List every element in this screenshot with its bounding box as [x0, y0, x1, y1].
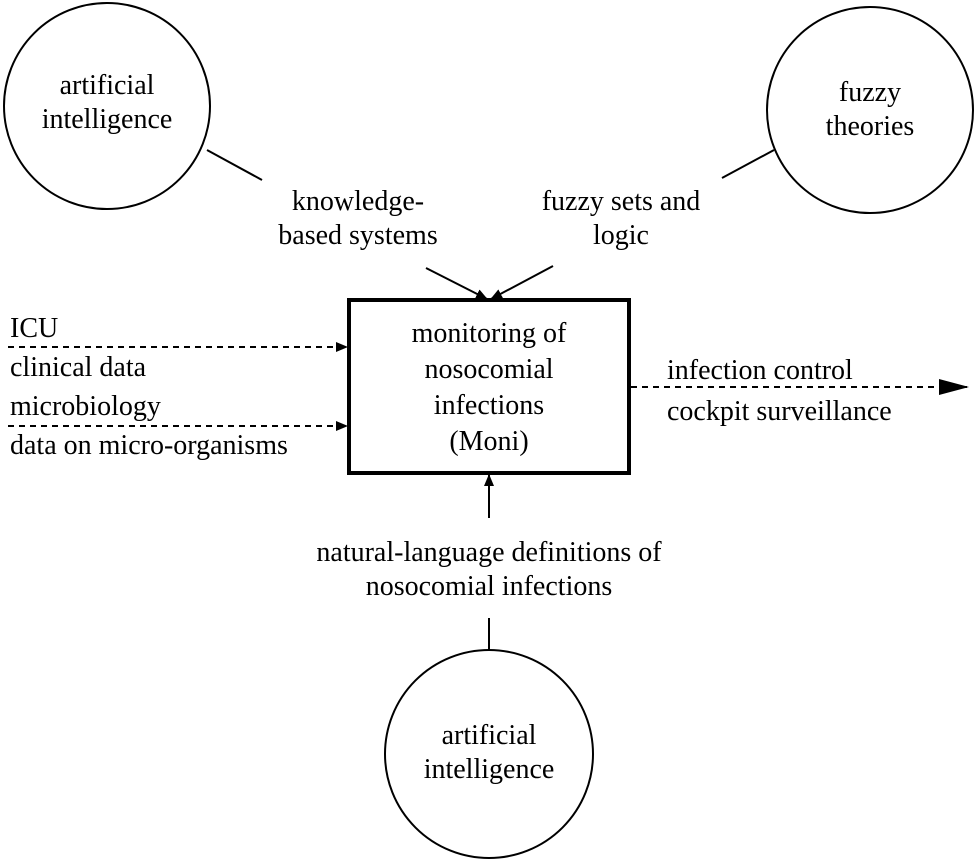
kbs-line-1: knowledge-: [291, 186, 425, 217]
moni-box-line-2: nosocomial: [424, 354, 554, 385]
fuzzy-sets-label: fuzzy sets and logic: [542, 185, 701, 253]
kbs-arrow: [425, 267, 488, 300]
ai-top-left-line-2: intelligence: [41, 104, 173, 135]
fuzzy-theories-line-1: fuzzy: [838, 77, 902, 108]
moni-box-line-4: (Moni): [449, 426, 529, 457]
ai-bottom-label: artificial intelligence: [424, 719, 555, 787]
nl-definitions-line-2: nosocomial infections: [365, 571, 613, 602]
ai-top-left-circle: [3, 2, 211, 210]
ai-top-left-label: artificial intelligence: [42, 69, 173, 137]
nl-definitions-line-1: natural-language definitions of: [316, 537, 662, 568]
fuzzy-sets-arrow: [490, 265, 554, 300]
ai-connector-line: [206, 149, 263, 181]
nl-definitions-label: natural-language definitions of nosocomi…: [316, 536, 661, 604]
fuzzy-theories-label: fuzzy theories: [826, 76, 915, 144]
moni-box-line-1: monitoring of: [411, 318, 567, 349]
fuzzy-theories-line-2: theories: [825, 111, 915, 142]
ai-bottom-line-1: artificial: [441, 720, 537, 751]
input-micro-organisms: data on micro-organisms: [10, 430, 288, 461]
moni-box-line-3: infections: [433, 390, 545, 421]
outputs-label: infection control cockpit surveillance: [667, 350, 892, 432]
inputs-label: ICU clinical data microbiology data on m…: [10, 309, 288, 465]
input-icu: ICU: [10, 313, 59, 344]
kbs-line-2: based systems: [278, 220, 438, 251]
fuzzy-sets-line-2: logic: [592, 220, 649, 251]
fuzzy-theories-circle: [766, 6, 974, 214]
moni-box: [347, 298, 631, 475]
fuzzy-sets-line-1: fuzzy sets and: [541, 186, 701, 217]
moni-box-label: monitoring of nosocomial infections (Mon…: [412, 316, 567, 460]
kbs-label: knowledge- based systems: [278, 185, 437, 253]
ai-top-left-line-1: artificial: [59, 70, 155, 101]
output-infection-control: infection control: [667, 355, 853, 386]
ai-bottom-line-2: intelligence: [423, 754, 555, 785]
input-microbiology: microbiology: [10, 391, 161, 422]
input-clinical-data: clinical data: [10, 352, 147, 383]
output-cockpit-surveillance: cockpit surveillance: [667, 396, 892, 427]
fuzzy-connector-line: [721, 149, 775, 179]
